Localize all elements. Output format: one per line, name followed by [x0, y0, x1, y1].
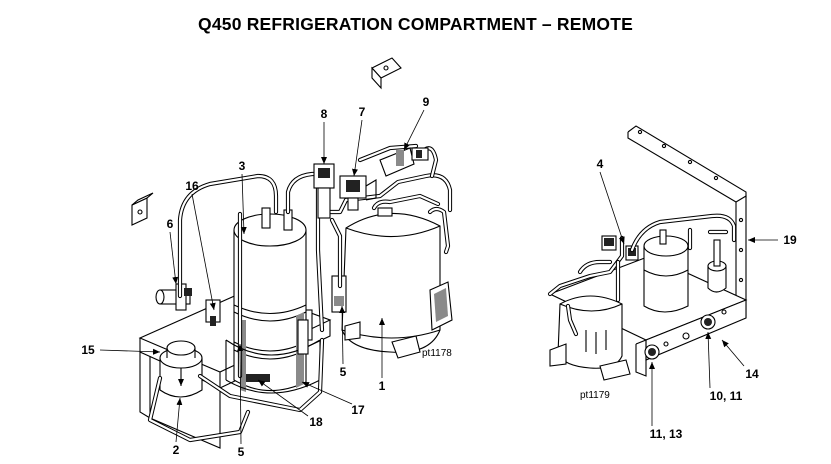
callout-10-11: 10, 11	[710, 389, 743, 403]
callout-5a: 5	[340, 365, 347, 379]
frame-panel	[627, 125, 747, 322]
mounting-bracket	[297, 319, 309, 355]
page-title: Q450 REFRIGERATION COMPARTMENT – REMOTE	[198, 14, 633, 34]
callout-2: 2	[173, 443, 180, 457]
compressor	[341, 207, 453, 359]
service-valve	[155, 283, 192, 311]
left-callouts: 1 2 3 5 5 6 7 8 9 15 16 17 18 pt1178	[81, 95, 452, 459]
part-number-right: pt1179	[580, 390, 610, 401]
right-callouts: 4 10, 11 11, 13 14 19 pt1179	[580, 157, 797, 441]
left-assembly	[138, 143, 453, 449]
callout-17: 17	[351, 403, 365, 417]
right-compressor	[549, 295, 631, 381]
callout-16: 16	[185, 179, 199, 193]
callout-9: 9	[423, 95, 430, 109]
right-filter-drier	[707, 239, 727, 293]
callout-5b: 5	[238, 445, 245, 459]
callout-7: 7	[359, 105, 366, 119]
callout-11-13: 11, 13	[650, 427, 683, 441]
callout-14: 14	[745, 367, 759, 381]
solenoid-valve	[339, 175, 377, 211]
callout-4: 4	[597, 157, 604, 171]
right-tubing	[547, 213, 737, 337]
right-receiver-tank	[643, 229, 689, 313]
part-number-left: pt1178	[422, 348, 452, 359]
right-pressure-switch	[601, 235, 639, 261]
bracket-icon-top	[371, 57, 402, 90]
callout-1: 1	[379, 379, 386, 393]
callout-15: 15	[81, 343, 95, 357]
callout-18: 18	[309, 415, 323, 429]
callout-8: 8	[321, 107, 328, 121]
callout-6: 6	[167, 217, 174, 231]
filter-drier	[159, 340, 203, 398]
pressure-switch	[313, 163, 335, 219]
expansion-valve	[379, 147, 429, 177]
right-assembly	[547, 125, 748, 381]
bracket-icon-left	[131, 192, 154, 226]
callout-3: 3	[239, 159, 246, 173]
callout-19: 19	[783, 233, 797, 247]
receiver-tank	[233, 207, 307, 392]
